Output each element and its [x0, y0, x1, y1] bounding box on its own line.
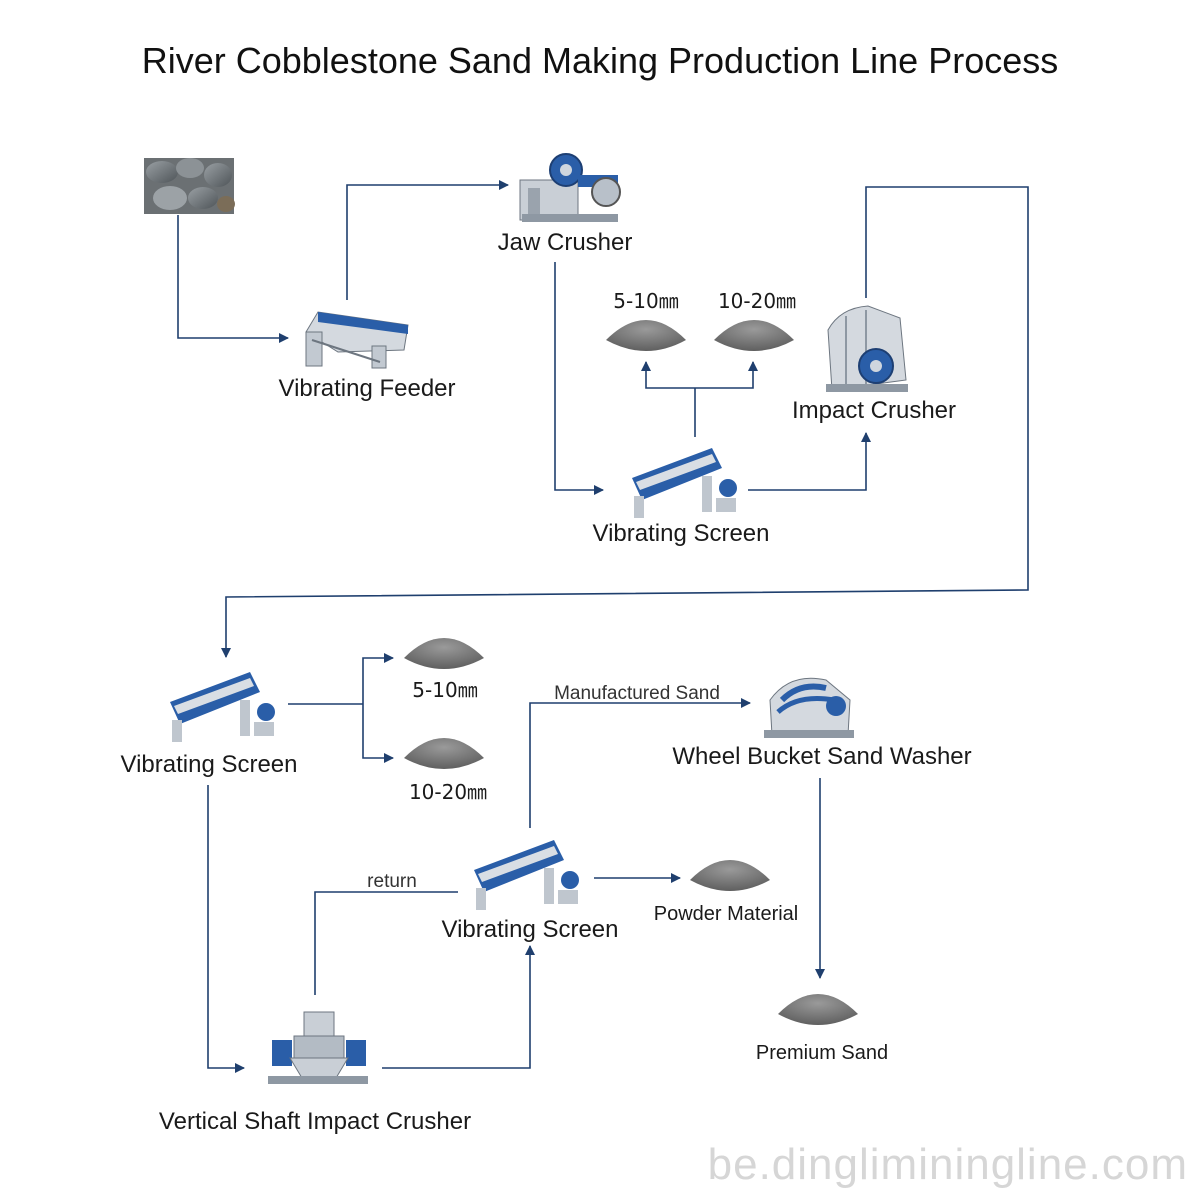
edge-screen1-to-10-20 — [695, 361, 758, 389]
edge-screen3-to-washer — [529, 698, 751, 828]
jaw-crusher-machine — [519, 153, 621, 222]
pile-powder — [690, 860, 770, 891]
product-mid-10-20-label: 10-20㎜ — [408, 780, 488, 804]
vibrating-feeder-machine — [305, 311, 409, 369]
vsi-crusher-label: Vertical Shaft Impact Crusher — [158, 1108, 472, 1135]
edge-screen3-return — [314, 891, 458, 995]
vibrating-screen-3-label: Vibrating Screen — [441, 916, 619, 943]
pile-top-10-20 — [714, 320, 794, 351]
vsi-crusher-machine — [268, 1011, 368, 1084]
product-top-10-20-label: 10-20㎜ — [717, 289, 797, 313]
edge-screen2-to-vsi — [207, 785, 245, 1073]
wheel-bucket-sand-washer-machine — [764, 677, 854, 738]
manufactured-sand-label: Manufactured Sand — [554, 683, 720, 704]
vibrating-screen-1-label: Vibrating Screen — [592, 520, 770, 547]
diagram-title: River Cobblestone Sand Making Production… — [141, 40, 1059, 81]
edge-vsi-to-screen3 — [382, 945, 535, 1069]
vibrating-screen-2-label: Vibrating Screen — [120, 751, 298, 778]
wheel-bucket-sand-washer-label: Wheel Bucket Sand Washer — [672, 743, 972, 770]
impact-crusher-label: Impact Crusher — [791, 397, 957, 424]
vibrating-screen-1-machine — [632, 448, 737, 518]
watermark: be.dingliminingline.com — [707, 1140, 1188, 1189]
product-piles — [404, 320, 858, 1025]
vibrating-screen-3-machine — [474, 840, 579, 910]
edge-screen2-to-10-20 — [362, 704, 394, 763]
edge-impact-to-screen2 — [221, 186, 1029, 658]
edge-jaw-to-screen1 — [554, 262, 604, 495]
impact-crusher-machine — [826, 305, 908, 392]
vibrating-screen-2-machine — [170, 672, 275, 742]
edge-screen2-to-5-10 — [362, 653, 394, 704]
product-mid-5-10-label: 5-10㎜ — [412, 678, 478, 702]
return-label: return — [367, 871, 417, 892]
edge-feeder-to-jaw — [346, 180, 509, 300]
edge-screen1-to-impact — [748, 432, 871, 491]
edge-rock-to-feeder — [177, 215, 289, 343]
pile-mid-5-10 — [404, 638, 484, 669]
vibrating-feeder-label: Vibrating Feeder — [278, 375, 456, 402]
jaw-crusher-label: Jaw Crusher — [497, 229, 633, 256]
pile-mid-10-20 — [404, 738, 484, 769]
pile-premium-sand — [778, 994, 858, 1025]
connectors — [177, 180, 1029, 1073]
premium-sand-label: Premium Sand — [755, 1042, 889, 1064]
edge-screen1-to-5-10 — [641, 361, 695, 389]
pile-top-5-10 — [606, 320, 686, 351]
product-top-5-10-label: 5-10㎜ — [613, 289, 679, 313]
powder-material-label: Powder Material — [653, 903, 799, 925]
cobblestone-image — [144, 158, 235, 214]
